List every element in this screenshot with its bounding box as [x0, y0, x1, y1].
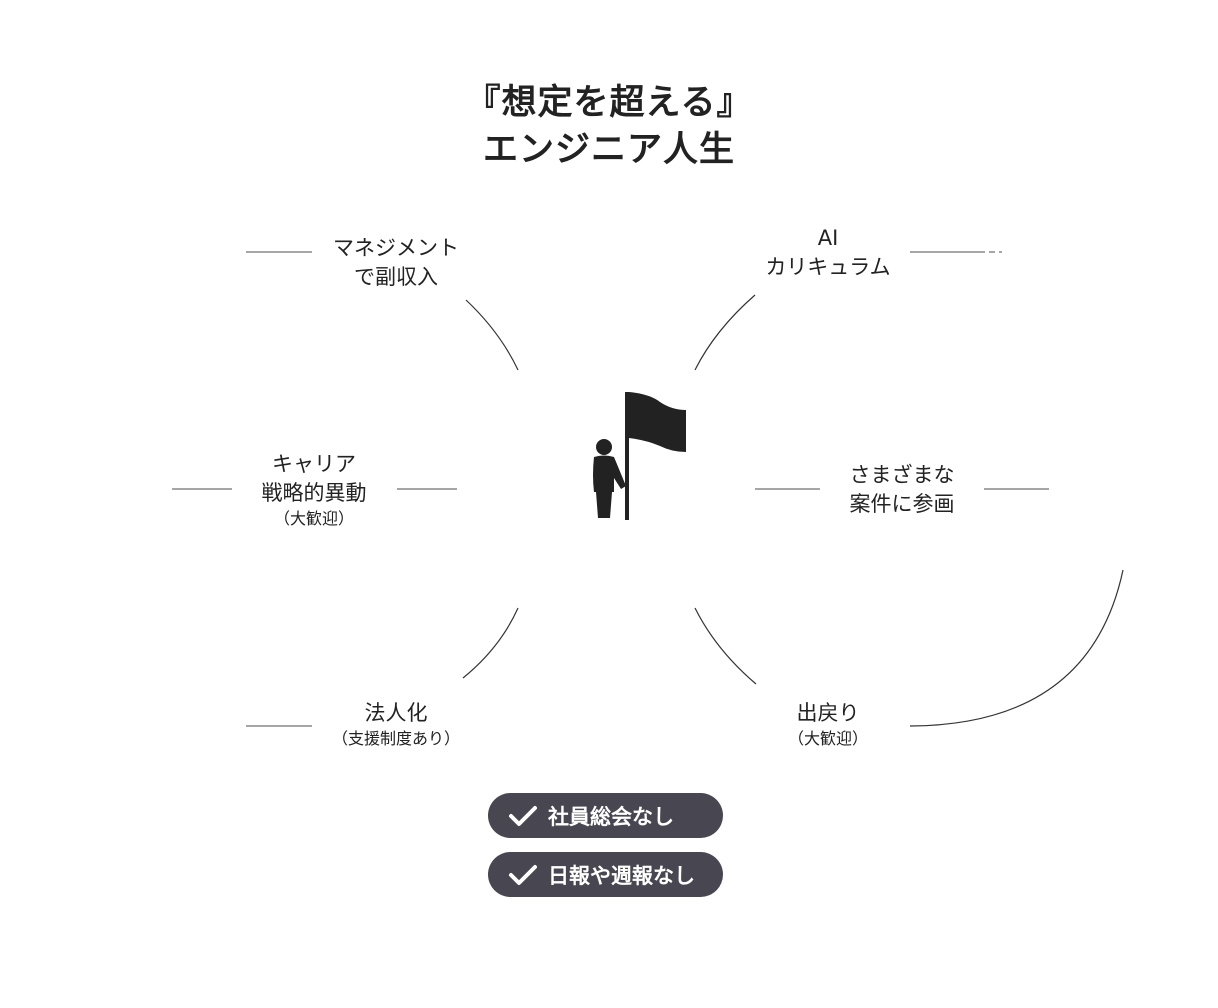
node-return: 出戻り （大歓迎） — [748, 699, 908, 750]
arc-bottom-left — [462, 607, 519, 679]
check-icon — [509, 864, 537, 885]
node-management-line-1: マネジメント — [333, 236, 459, 260]
arc-bottom-right — [694, 607, 757, 685]
node-management: マネジメント で副収入 — [316, 234, 476, 292]
badge-label: 社員総会なし — [548, 804, 674, 829]
node-projects-line-1: さまざまな — [849, 463, 955, 487]
node-return-line-1: 出戻り — [796, 701, 860, 725]
badge-label: 日報や週報なし — [548, 863, 695, 888]
check-icon — [509, 805, 537, 826]
badge-no-general-meeting: 社員総会なし — [488, 793, 723, 838]
node-incorporate: 法人化 （支援制度あり） — [316, 699, 476, 750]
node-incorporate-sub: （支援制度あり） — [331, 729, 460, 748]
badge-no-reports: 日報や週報なし — [488, 852, 723, 897]
title-line-2: エンジニア人生 — [482, 130, 735, 170]
node-incorporate-line-1: 法人化 — [364, 701, 428, 725]
arc-outer-right — [909, 569, 1124, 727]
node-ai-line-2: カリキュラム — [765, 255, 891, 279]
node-career-sub: （大歓迎） — [273, 509, 354, 528]
arc-top-left — [465, 299, 519, 371]
person-with-flag-icon — [593, 392, 686, 520]
node-career-line-1: キャリア — [272, 452, 356, 476]
node-career: キャリア 戦略的異動 （大歓迎） — [234, 450, 394, 530]
node-ai: AI カリキュラム — [748, 224, 908, 282]
node-management-line-2: で副収入 — [354, 265, 438, 289]
arc-top-right — [694, 294, 756, 371]
page-title: 『想定を超える』 エンジニア人生 — [0, 80, 1218, 174]
node-projects-line-2: 案件に参画 — [849, 492, 955, 516]
node-return-sub: （大歓迎） — [787, 729, 868, 748]
node-projects: さまざまな 案件に参画 — [822, 461, 982, 519]
node-ai-line-1: AI — [817, 226, 839, 250]
title-line-1: 『想定を超える』 — [465, 83, 753, 123]
node-career-line-2: 戦略的異動 — [261, 481, 367, 505]
